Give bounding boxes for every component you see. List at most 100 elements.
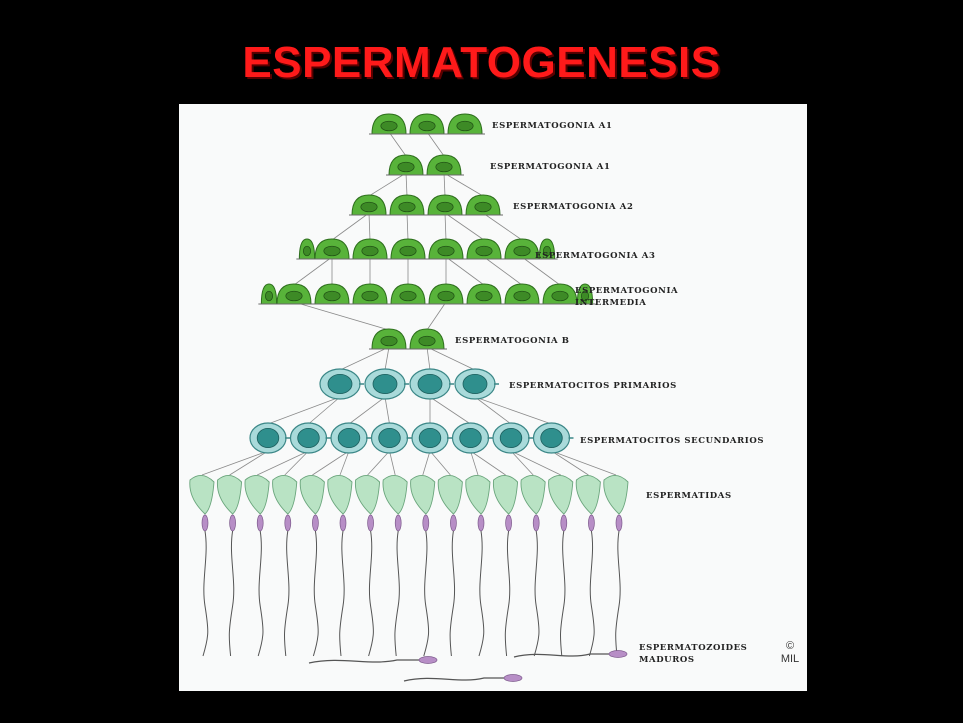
lineage-line — [405, 172, 408, 197]
lineage-line — [470, 450, 479, 476]
lineage-line — [474, 396, 552, 425]
spermatogonium-partial-left — [258, 283, 280, 305]
lineage-line — [201, 450, 269, 476]
spermatozoon-head — [503, 674, 523, 682]
lineage-line — [348, 396, 386, 425]
spermatozoon — [403, 674, 523, 682]
sperm-head — [284, 514, 292, 532]
lineage-line — [367, 450, 390, 476]
lineage-line — [444, 212, 485, 241]
cell-nucleus — [399, 245, 417, 257]
lineage-line — [293, 256, 333, 286]
sperm-tail — [533, 530, 540, 657]
cell-nucleus — [323, 245, 341, 257]
spermatogonium-cell — [386, 154, 426, 176]
lineage-line — [426, 346, 431, 371]
spermatocyte-cell — [451, 422, 493, 454]
lineage-line — [429, 396, 471, 425]
lineage-line — [339, 450, 350, 476]
sperm-head — [615, 514, 623, 532]
sperm-tail — [228, 530, 235, 657]
spermatogonium-cell — [445, 113, 485, 135]
lineage-line — [422, 450, 431, 476]
cell-nucleus — [323, 290, 341, 302]
label-espermatogonia-a1-top: ESPERMATOGONIA A1 — [492, 121, 613, 131]
spermatogonium-cell — [464, 238, 504, 260]
spermatid-cell — [492, 475, 519, 657]
spermatocyte-cell — [454, 368, 499, 400]
sperm-tail — [449, 530, 456, 657]
spermatid-cell — [327, 475, 353, 657]
cell-body — [410, 475, 436, 515]
lineage-line — [444, 212, 447, 241]
spermatozoon-tail — [403, 677, 504, 682]
sperm-head — [477, 514, 485, 532]
spermatid-cell — [410, 475, 436, 657]
lineage-line — [426, 131, 445, 157]
spermatogonium-cell — [350, 238, 390, 260]
spermatid-cell — [575, 475, 601, 657]
cell-nucleus — [418, 120, 436, 132]
sperm-head — [422, 514, 430, 532]
label-espermatogonia-intermedia: ESPERMATOGONIA INTERMEDIA — [575, 286, 679, 308]
lineage-lines — [201, 131, 617, 476]
copyright-mark: © MIL — [777, 640, 803, 666]
spermatocyte-cell — [319, 368, 364, 400]
spermatogonium-cell — [463, 194, 503, 216]
spermatogonium-cell — [426, 238, 466, 260]
cell-nucleus — [337, 427, 361, 448]
lineage-line — [368, 172, 407, 197]
spermatocyte-cell — [492, 422, 533, 454]
spermatocyte-cell — [370, 422, 412, 454]
spermatogonium-cell — [312, 238, 352, 260]
cell-nucleus — [418, 335, 436, 347]
sperm-head — [339, 514, 347, 532]
cell-nucleus — [462, 373, 488, 394]
cell-nucleus — [474, 201, 492, 213]
cell-body — [548, 475, 574, 515]
lineage-line — [384, 346, 390, 371]
spermatid-cell — [437, 475, 463, 657]
sperm-head — [532, 514, 540, 532]
sperm-head — [450, 514, 457, 532]
spermatid-cell — [465, 475, 491, 657]
cell-nucleus — [540, 427, 563, 448]
spermatozoon — [308, 656, 438, 664]
lineage-line — [384, 396, 390, 425]
lineage-line — [229, 450, 269, 476]
cell-nucleus — [380, 120, 398, 132]
cell-nucleus — [285, 290, 303, 302]
spermatid-cell — [603, 475, 629, 657]
spermatogonium-cell — [540, 283, 580, 305]
sperm-tail — [339, 530, 345, 657]
label-espermatogonia-a2: ESPERMATOGONIA A2 — [513, 202, 634, 212]
spermatozoon-head — [418, 656, 438, 664]
sperm-tail — [559, 530, 566, 657]
sperm-tail — [312, 530, 319, 657]
spermatogonium-cell — [407, 328, 447, 350]
lineage-line — [482, 212, 523, 241]
spermatocyte-cell — [364, 368, 409, 400]
lineage-line — [331, 212, 370, 241]
cell-body — [520, 475, 546, 515]
sperm-tail — [615, 530, 621, 657]
lineage-line — [445, 256, 485, 286]
lineage-line — [521, 256, 561, 286]
sperm-tail — [423, 530, 430, 657]
label-espermatocitos-secundarios: ESPERMATOCITOS SECUNDARIOS — [580, 436, 765, 446]
copyright-text: MIL — [780, 653, 800, 665]
cell-nucleus — [513, 290, 531, 302]
lineage-line — [388, 131, 407, 157]
spermatid-cell — [216, 475, 243, 657]
spermatogonium-cell — [502, 283, 542, 305]
cell-nucleus — [459, 427, 482, 448]
lineage-line — [510, 450, 534, 476]
copyright-symbol: © — [785, 640, 795, 652]
cell-nucleus — [361, 245, 379, 257]
sperm-head — [256, 514, 264, 532]
lineage-line — [551, 450, 617, 476]
sperm-tail — [504, 530, 511, 657]
lineage-line — [312, 450, 350, 476]
sperm-head — [201, 514, 209, 532]
lineage-line — [426, 346, 476, 371]
